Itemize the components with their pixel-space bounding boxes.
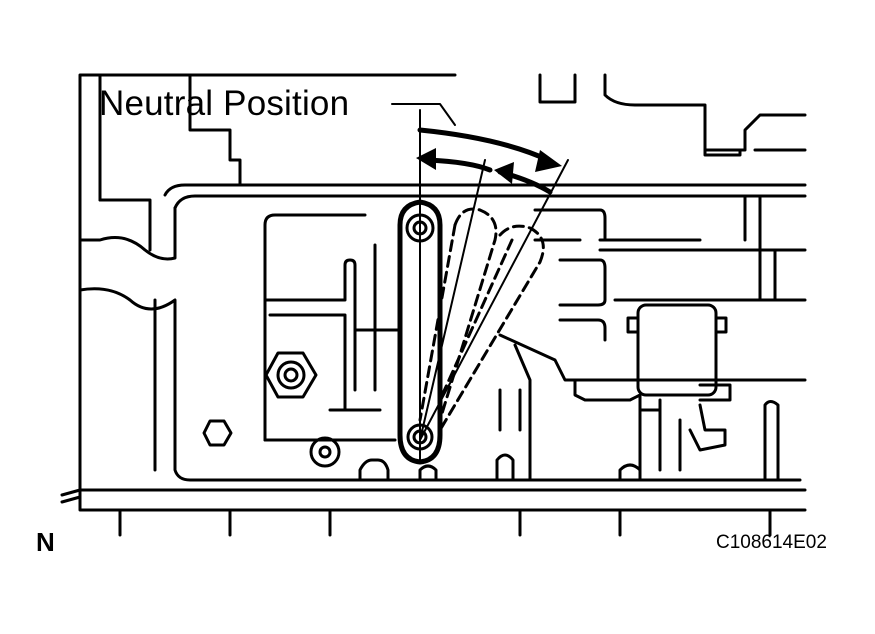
ghost-center-line-a bbox=[419, 159, 486, 441]
upper-rail-inner bbox=[173, 194, 807, 210]
view-letter-label: N bbox=[36, 527, 55, 557]
case-outline bbox=[78, 73, 577, 492]
channel-vertical-a bbox=[263, 258, 357, 392]
post-c bbox=[618, 400, 780, 482]
post-b bbox=[495, 388, 522, 482]
right-pockets bbox=[533, 208, 607, 307]
right-channel bbox=[743, 194, 777, 302]
neutral-position-label: Neutral Position bbox=[99, 84, 350, 123]
connector-icon bbox=[626, 303, 732, 402]
corner-tick bbox=[60, 488, 82, 504]
bolt-head-icon bbox=[202, 419, 341, 468]
channel-vertical-b bbox=[268, 243, 402, 392]
post-d bbox=[418, 464, 438, 482]
valve-body-ramp bbox=[498, 333, 807, 482]
lever-ghost-positions bbox=[418, 207, 545, 432]
post-a bbox=[358, 458, 390, 482]
left-lobe bbox=[78, 287, 802, 482]
case-top-right bbox=[603, 73, 807, 152]
left-housing bbox=[78, 206, 177, 261]
channel-left bbox=[263, 213, 367, 442]
bottom-plate bbox=[78, 488, 807, 512]
right-pockets-2 bbox=[558, 238, 807, 342]
left-upper-blocks bbox=[98, 73, 242, 202]
valve-body-steps bbox=[573, 378, 662, 482]
case-right-ledge bbox=[703, 148, 807, 157]
hex-nut-icon bbox=[264, 351, 318, 399]
upper-rail-outer bbox=[163, 183, 807, 197]
bottom-ticks bbox=[118, 508, 772, 537]
ghost-center-line-b bbox=[419, 159, 569, 441]
left-inner-wall bbox=[98, 73, 157, 472]
callout-leader bbox=[391, 103, 456, 126]
figure-code-label: C108614E02 bbox=[716, 532, 827, 553]
valve-body-lower bbox=[658, 398, 727, 472]
arrowheads bbox=[416, 148, 562, 184]
